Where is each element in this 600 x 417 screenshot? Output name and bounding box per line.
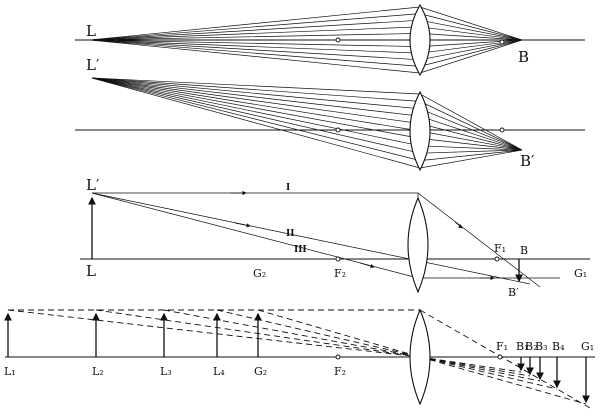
image-label-2: B₂	[525, 340, 538, 353]
ray-2-0	[91, 77, 523, 151]
g2-label-3: G₂	[253, 267, 266, 280]
ray-bundle-4	[7, 309, 591, 409]
ray-1-4	[89, 33, 523, 41]
center-ray-5	[257, 309, 421, 358]
object-arrows-4: L₁ L₂ L₃ L₄ G₂	[4, 312, 267, 378]
focal-point-right-3	[494, 256, 500, 262]
ray-II-arrow	[234, 222, 251, 228]
focal-left-label-3: F₂	[334, 267, 346, 280]
image-ray-2	[419, 356, 531, 377]
focal-point-right-2	[499, 127, 505, 133]
ray-I-label: I	[286, 183, 290, 193]
object-label-4: L₄	[213, 365, 225, 378]
panel-1-axial-point: L B	[75, 3, 585, 77]
focal-point-left-3	[335, 256, 341, 262]
object-top-label-3: L′	[86, 176, 100, 194]
g1-label-3: G₁	[574, 267, 587, 280]
focal-point-right-4	[497, 354, 503, 360]
center-ray-3	[163, 309, 421, 358]
image-top-label-3: B′	[508, 286, 519, 299]
object-label-5: G₂	[254, 365, 267, 378]
focal-right-label-3: F₁	[494, 242, 506, 255]
object-point-label-2: L′	[86, 56, 100, 74]
focal-right-label-4: F₁	[496, 340, 508, 353]
ray-III	[91, 192, 560, 279]
lens-1	[409, 3, 431, 77]
lens-2	[409, 90, 431, 172]
image-label-1: B₁	[516, 340, 529, 353]
image-label-4: B₄	[552, 340, 565, 353]
focal-left-label-4: F₂	[334, 365, 346, 378]
image-point-label-2: B′	[520, 152, 535, 170]
focal-point-left-1	[335, 37, 341, 43]
ray-II-label: II	[286, 229, 294, 239]
focal-point-right-1	[499, 39, 505, 45]
focal-point-left-2	[335, 127, 341, 133]
object-label-3: L₃	[160, 365, 172, 378]
image-label-3: B	[520, 244, 528, 257]
center-ray-4	[216, 309, 421, 358]
lens-3	[407, 196, 429, 294]
ray-bundle-2	[91, 77, 523, 169]
center-ray-1	[7, 309, 421, 358]
panel-3-principal-rays: L′ L I II III G₂ F₂ F₁ B B′ G₁	[80, 176, 590, 299]
ray-bundle-1	[89, 6, 523, 74]
image-label-5: G₁	[581, 340, 594, 353]
image-ray-4	[419, 356, 558, 390]
image-ray-5	[419, 356, 587, 405]
image-point-label-1: B	[518, 48, 529, 66]
image-ray-3	[419, 356, 541, 382]
ray-II	[91, 192, 531, 285]
focal-point-left-4	[335, 354, 341, 360]
object-base-label-3: L	[86, 262, 96, 280]
ray-2-8	[91, 77, 523, 154]
object-label-2: L₂	[92, 365, 104, 378]
lens-4	[409, 308, 431, 406]
refracted-focal-ray	[419, 309, 591, 409]
image-ray-1	[419, 356, 522, 373]
image-label-3: B₃	[535, 340, 548, 353]
ray-I-arrow-2	[454, 221, 463, 229]
ray-III-arrow	[359, 262, 375, 269]
object-point-label-1: L	[86, 22, 96, 40]
object-label-1: L₁	[4, 365, 16, 378]
ray-1-6	[89, 39, 523, 47]
panel-2-offaxis-point: L′ B′	[75, 56, 585, 172]
ray-III-label: III	[294, 245, 307, 255]
